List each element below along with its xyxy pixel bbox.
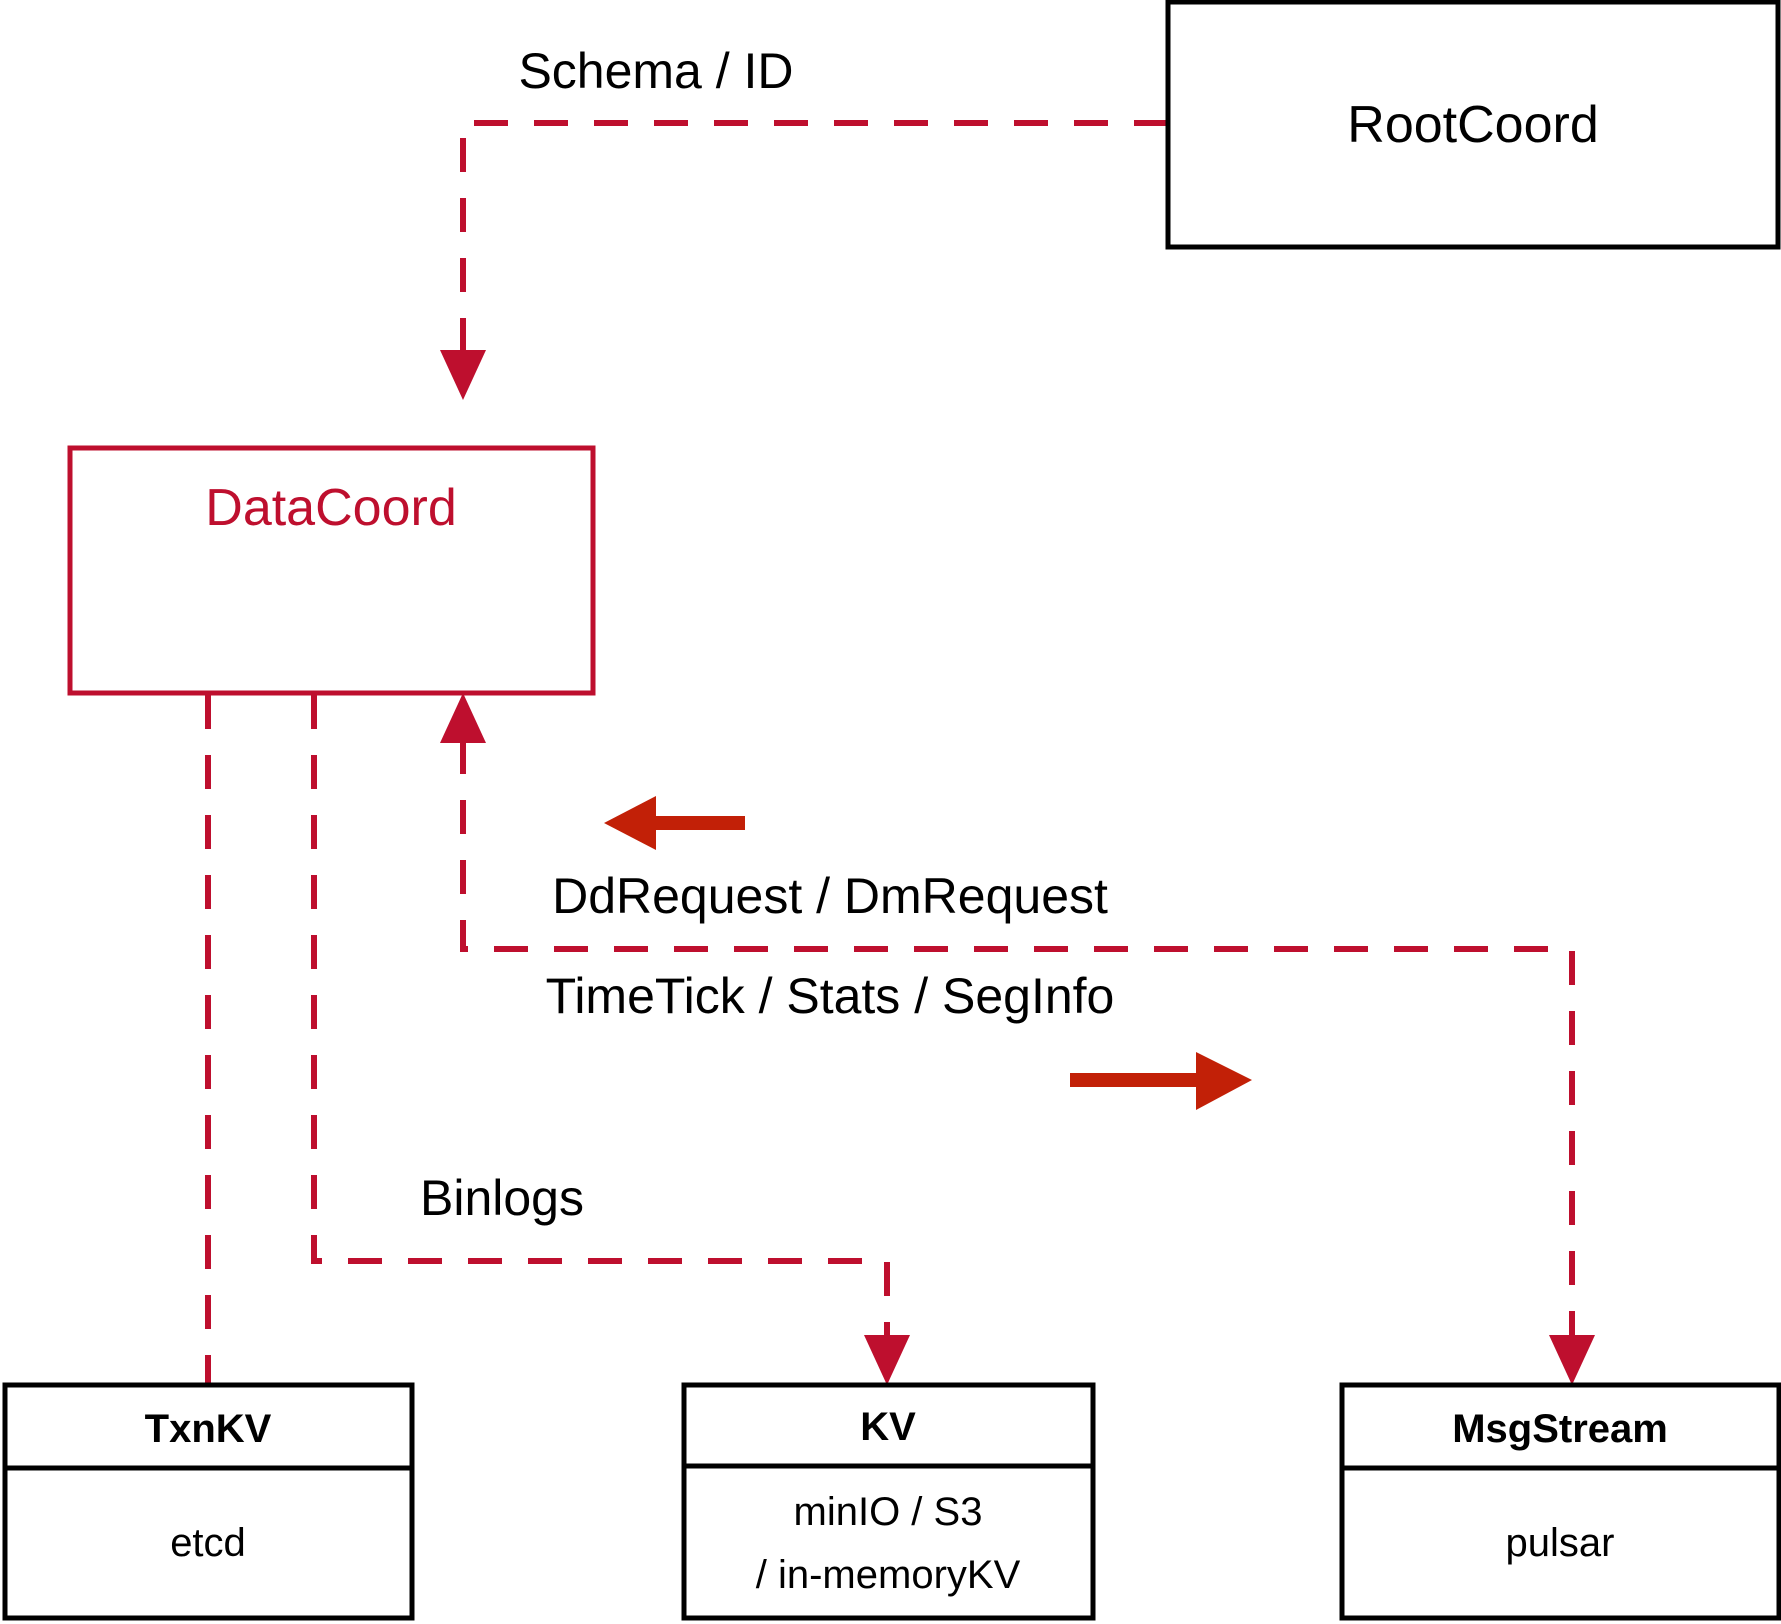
edge-schema-id: [440, 120, 1168, 400]
datacoord-label: DataCoord: [205, 479, 456, 537]
arrowhead-down-msgstream: [1549, 1335, 1595, 1385]
node-rootcoord[interactable]: RootCoord: [1165, 0, 1781, 250]
arrowhead-right: [1196, 1052, 1252, 1110]
kv-subtitle-line2: / in-memoryKV: [756, 1553, 1021, 1597]
edge-label-dd-dm-request: DdRequest / DmRequest: [552, 868, 1108, 924]
kv-subtitle-line1: minIO / S3: [794, 1490, 983, 1534]
node-msgstream[interactable]: MsgStream pulsar: [1339, 1382, 1781, 1621]
arrow-dd-dm-request: [604, 796, 745, 850]
arrowhead-up-datacoord: [440, 693, 486, 743]
edge-label-timetick-stats-seginfo: TimeTick / Stats / SegInfo: [546, 968, 1115, 1024]
kv-title: KV: [860, 1405, 916, 1449]
txnkv-subtitle: etcd: [170, 1521, 246, 1565]
txnkv-title: TxnKV: [145, 1407, 272, 1451]
arrowhead-left: [604, 796, 656, 850]
rootcoord-label: RootCoord: [1347, 96, 1598, 154]
msgstream-title: MsgStream: [1452, 1407, 1668, 1451]
msgstream-subtitle: pulsar: [1506, 1521, 1615, 1565]
node-datacoord[interactable]: DataCoord: [67, 445, 596, 696]
edge-label-schema-id: Schema / ID: [518, 43, 793, 99]
arrowhead-down-datacoord: [440, 350, 486, 400]
arrow-timetick-stats-seginfo: [1070, 1052, 1252, 1110]
edge-binlogs: [311, 695, 910, 1385]
arrowhead-down-kv: [864, 1335, 910, 1385]
node-txnkv[interactable]: TxnKV etcd: [2, 1382, 415, 1621]
edge-label-binlogs: Binlogs: [420, 1170, 584, 1226]
node-kv[interactable]: KV minIO / S3 / in-memoryKV: [681, 1382, 1096, 1621]
edge-datacoord-msgstream: [440, 693, 1595, 1385]
